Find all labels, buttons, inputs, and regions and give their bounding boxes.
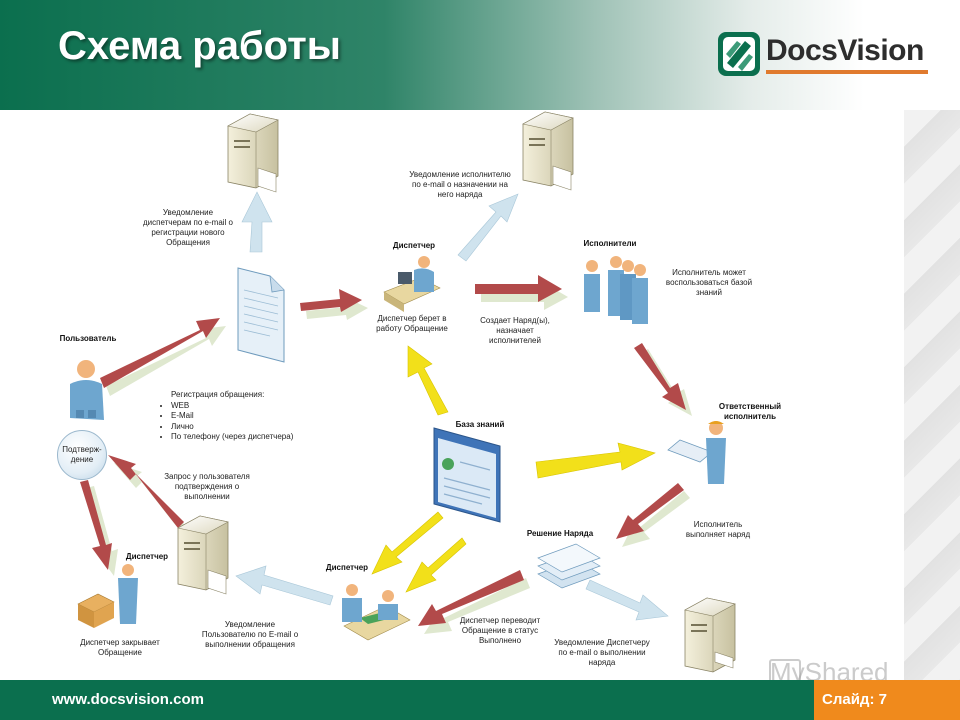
docsvision-logo: DocsVision (716, 30, 936, 82)
document-icon (237, 267, 285, 363)
logo-underline (766, 70, 928, 74)
arrow-executors-to-responsible (634, 343, 692, 416)
label-notify-executor: Уведомление исполнителю по e-mail о назн… (409, 170, 511, 199)
slide-number: Слайд: 7 (822, 691, 887, 708)
arrow-email-user (235, 565, 334, 606)
footer-url-link[interactable]: www.docsvision.com (52, 691, 204, 708)
dispatcher-bottom-icon (342, 584, 411, 641)
label-dispatcher-moves: Диспетчер переводит Обращение в статус В… (459, 616, 541, 645)
list-item: Лично (171, 422, 293, 433)
confirmation-bubble: Подтверж-дение (57, 430, 107, 480)
node-knowledge-base-label: База знаний (455, 420, 505, 429)
confirmation-label: Подтверж-дение (62, 445, 102, 464)
page-title: Схема работы (58, 24, 341, 68)
logo-mark-icon (718, 32, 760, 76)
arrow-user-to-document (100, 318, 226, 396)
node-executors-label: Исполнители (583, 239, 637, 248)
arrow-email-dispatchers (241, 191, 273, 253)
arrow-server-to-confirmation (108, 455, 190, 536)
list-item: По телефону (через диспетчера) (171, 432, 293, 443)
arrow-responsible-to-solution (616, 483, 690, 547)
server-icon-top-right (522, 111, 574, 191)
arrow-kb-to-responsible (535, 442, 656, 479)
label-dispatcher-takes: Диспетчер берет в работу Обращение (376, 314, 448, 333)
arrow-kb-to-dispatcher-bottom-2 (405, 537, 467, 593)
slide-number-box (814, 680, 960, 720)
registration-list: WEB E-Mail Лично По телефону (через дисп… (155, 401, 293, 443)
list-item: E-Mail (171, 411, 293, 422)
right-decoration (904, 110, 960, 680)
logo-text: DocsVision (766, 34, 924, 67)
arrow-confirmation-to-dispatcher (80, 480, 118, 576)
label-request-user: Запрос у пользователя подтверждения о вы… (164, 472, 250, 501)
label-creates-order: Создает Наряд(ы), назначает исполнителей (480, 316, 550, 345)
dispatcher-desk-icon (383, 256, 441, 312)
node-dispatcher-top-label: Диспетчер (392, 241, 436, 250)
order-solution-papers-icon (537, 543, 601, 589)
label-executor-does: Исполнитель выполняет наряд (685, 520, 751, 539)
knowledge-base-window-icon (433, 427, 501, 523)
server-icon-bottom-left (177, 515, 229, 595)
responsible-executor-icon (667, 421, 726, 484)
label-executor-can-use: Исполнитель может воспользоваться базой … (665, 268, 753, 297)
server-icon-bottom-right (684, 597, 736, 673)
list-item: WEB (171, 401, 293, 412)
arrow-kb-to-dispatcher (407, 345, 449, 416)
header-band (0, 0, 960, 110)
executors-group-icon (584, 256, 648, 324)
label-dispatcher-closes: Диспетчер закрывает Обращение (80, 638, 160, 657)
label-notify-user: Уведомление Пользователю по E-mail о вып… (201, 620, 299, 649)
arrow-dispatcher-to-executors (475, 275, 568, 310)
footer-bar (0, 680, 960, 720)
label-notify-dispatchers: Уведомление диспетчерам по e-mail о реги… (142, 208, 233, 247)
node-responsible-label: Ответственный исполнитель (718, 402, 782, 421)
arrow-solution-to-dispatcher (418, 570, 530, 634)
label-notify-dispatcher-done: Уведомление Диспетчеру по e-mail о выпол… (554, 638, 650, 667)
dispatcher-left-icon (77, 564, 138, 628)
node-solution-label: Решение Наряда (526, 529, 594, 538)
arrow-email-executor (457, 193, 519, 262)
registration-title: Регистрация обращения: (171, 390, 265, 399)
server-icon-top-left (227, 113, 279, 193)
user-person-icon (70, 360, 104, 420)
arrow-kb-to-dispatcher-bottom-1 (371, 511, 444, 575)
node-user-label: Пользователь (59, 334, 117, 343)
arrow-email-dispatcher-done (585, 579, 669, 621)
arrow-document-to-dispatcher (300, 289, 368, 320)
registration-methods: Регистрация обращения: WEB E-Mail Лично … (155, 390, 293, 443)
node-dispatcher-bottom-label: Диспетчер (325, 563, 369, 572)
node-dispatcher-left-label: Диспетчер (125, 552, 169, 561)
